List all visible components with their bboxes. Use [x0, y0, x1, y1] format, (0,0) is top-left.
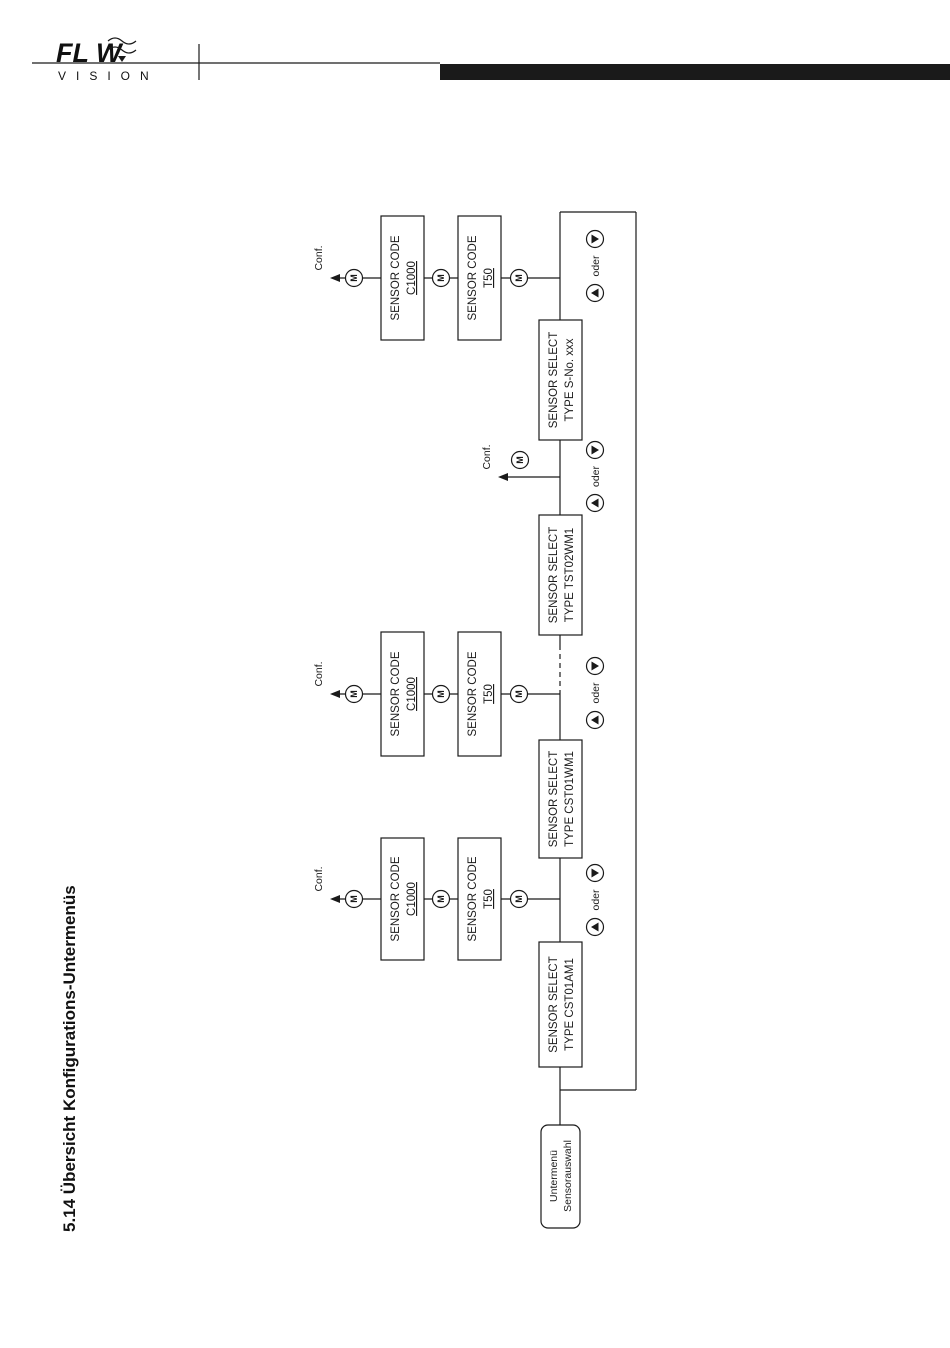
sensor-code-value: T50 [483, 684, 495, 704]
sensor-code-box-t50 [457, 837, 502, 961]
sensor-code-box-c1000 [380, 837, 425, 961]
sensor-select-box-4 [538, 319, 583, 441]
sensor-code-label: SENSOR CODE [390, 651, 402, 736]
sensor-code-value: C1000 [406, 677, 418, 711]
sensor-select-box-2 [538, 739, 583, 859]
conf-arrow-head [498, 473, 508, 481]
sensor-select-title: SENSOR SELECT [548, 956, 560, 1053]
m-key-label: M [436, 690, 446, 698]
m-key-label: M [514, 690, 524, 698]
arrow-up-glyph [591, 922, 599, 932]
sensor-code-box-c1000 [380, 215, 425, 341]
sensor-select-type: TYPE S-No. xxx [564, 338, 576, 421]
sensor-code-label: SENSOR CODE [467, 651, 479, 736]
conf-arrow-head [330, 895, 340, 903]
start-node-line2: Sensorauswahl [562, 1140, 574, 1212]
m-key-icon [510, 450, 530, 470]
m-key-icon [431, 889, 451, 909]
m-key-icon [344, 268, 364, 288]
flow-wave-icon [107, 37, 137, 62]
sensor-code-label: SENSOR CODE [390, 235, 402, 320]
arrow-down-glyph [591, 445, 599, 455]
m-key-icon [431, 684, 451, 704]
conf-arrow-head [330, 274, 340, 282]
logo-subtext: VISION [58, 69, 159, 83]
sensor-code-box-c1000 [380, 631, 425, 757]
m-key-icon [344, 684, 364, 704]
sensor-select-title: SENSOR SELECT [548, 527, 560, 624]
start-node-line1: Untermenü [548, 1150, 560, 1202]
m-key-label: M [514, 274, 524, 282]
oder-label: oder [590, 255, 602, 277]
sensor-code-label: SENSOR CODE [390, 856, 402, 941]
conf-label: Conf. [313, 245, 325, 270]
m-key-icon [431, 268, 451, 288]
m-key-label: M [349, 895, 359, 903]
m-key-icon [509, 684, 529, 704]
sensor-select-box-3 [538, 514, 583, 636]
m-key-label: M [349, 690, 359, 698]
sensor-code-box-t50 [457, 631, 502, 757]
sensor-select-type: TYPE TST02WM1 [564, 528, 576, 622]
sensor-select-title: SENSOR SELECT [548, 332, 560, 429]
sensor-code-value: C1000 [406, 882, 418, 916]
arrow-up-glyph [591, 715, 599, 725]
conf-label: Conf. [313, 866, 325, 891]
oder-label: oder [590, 889, 602, 911]
conf-label: Conf. [481, 444, 493, 469]
oder-label: oder [590, 465, 602, 487]
arrow-down-glyph [591, 661, 599, 671]
m-key-label: M [514, 895, 524, 903]
arrow-up-glyph [591, 498, 599, 508]
conf-label: Conf. [313, 661, 325, 686]
arrow-up-glyph [591, 288, 599, 298]
m-key-label: M [349, 274, 359, 282]
sensor-code-label: SENSOR CODE [467, 235, 479, 320]
m-key-label: M [515, 456, 525, 464]
arrow-down-glyph [591, 234, 599, 244]
page-title: 5.14 Übersicht Konfigurations-Untermenüs [60, 885, 79, 1232]
conf-arrow-head [330, 690, 340, 698]
oder-label: oder [590, 682, 602, 704]
m-key-icon [509, 889, 529, 909]
sensor-code-value: C1000 [406, 261, 418, 295]
sensor-code-label: SENSOR CODE [467, 856, 479, 941]
arrow-down-glyph [591, 868, 599, 878]
sensor-select-type: TYPE CST01AM1 [564, 958, 576, 1051]
sensor-select-type: TYPE CST01WM1 [564, 751, 576, 847]
m-key-icon [344, 889, 364, 909]
logo-text: FL W [56, 38, 124, 68]
header-bar [440, 64, 950, 80]
m-key-icon [509, 268, 529, 288]
start-node-submenu [540, 1124, 581, 1229]
sensor-code-value: T50 [483, 889, 495, 909]
sensor-select-box-1 [538, 941, 583, 1068]
sensor-code-value: T50 [483, 268, 495, 288]
sensor-select-title: SENSOR SELECT [548, 751, 560, 848]
page-header: FL W VISION [32, 37, 950, 83]
m-key-label: M [436, 274, 446, 282]
m-key-label: M [436, 895, 446, 903]
